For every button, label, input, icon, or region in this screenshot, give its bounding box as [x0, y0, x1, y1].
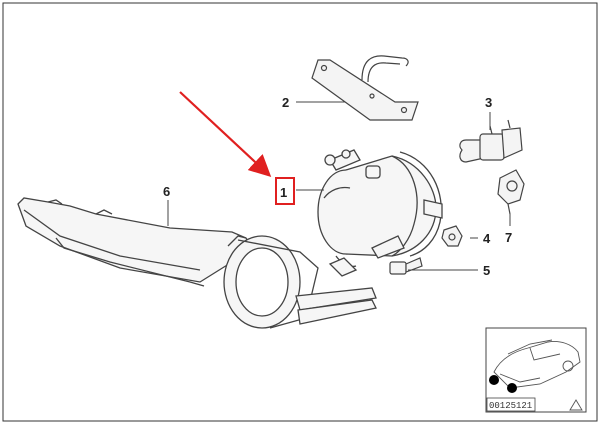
- diagram-id-label: 00125121: [489, 401, 532, 411]
- location-marker-right: [507, 383, 517, 393]
- highlight-arrow: [179, 91, 272, 177]
- part-7-socket: [497, 169, 525, 215]
- callout-2[interactable]: 2: [282, 95, 289, 110]
- callout-5[interactable]: 5: [483, 263, 490, 278]
- callout-3[interactable]: 3: [485, 95, 492, 110]
- callout-6[interactable]: 6: [163, 184, 170, 199]
- part-3-bulb: [459, 119, 523, 163]
- part-6-air-duct: [17, 197, 377, 329]
- callout-7[interactable]: 7: [505, 230, 512, 245]
- callout-4[interactable]: 4: [483, 231, 491, 246]
- callout-1-highlight-box: [275, 177, 295, 205]
- part-2-bracket: [311, 55, 419, 121]
- leader-lines: [167, 101, 511, 271]
- part-4-nut: [441, 225, 463, 247]
- part-1-fog-lamp: [317, 149, 443, 277]
- warning-triangle-icon: [569, 399, 583, 411]
- vehicle-location-thumbnail: 00125121: [485, 327, 587, 413]
- callout-1[interactable]: 1: [280, 185, 287, 200]
- location-marker-left: [489, 375, 499, 385]
- part-5-screw: [389, 257, 423, 275]
- car-outline-icon: [493, 339, 581, 389]
